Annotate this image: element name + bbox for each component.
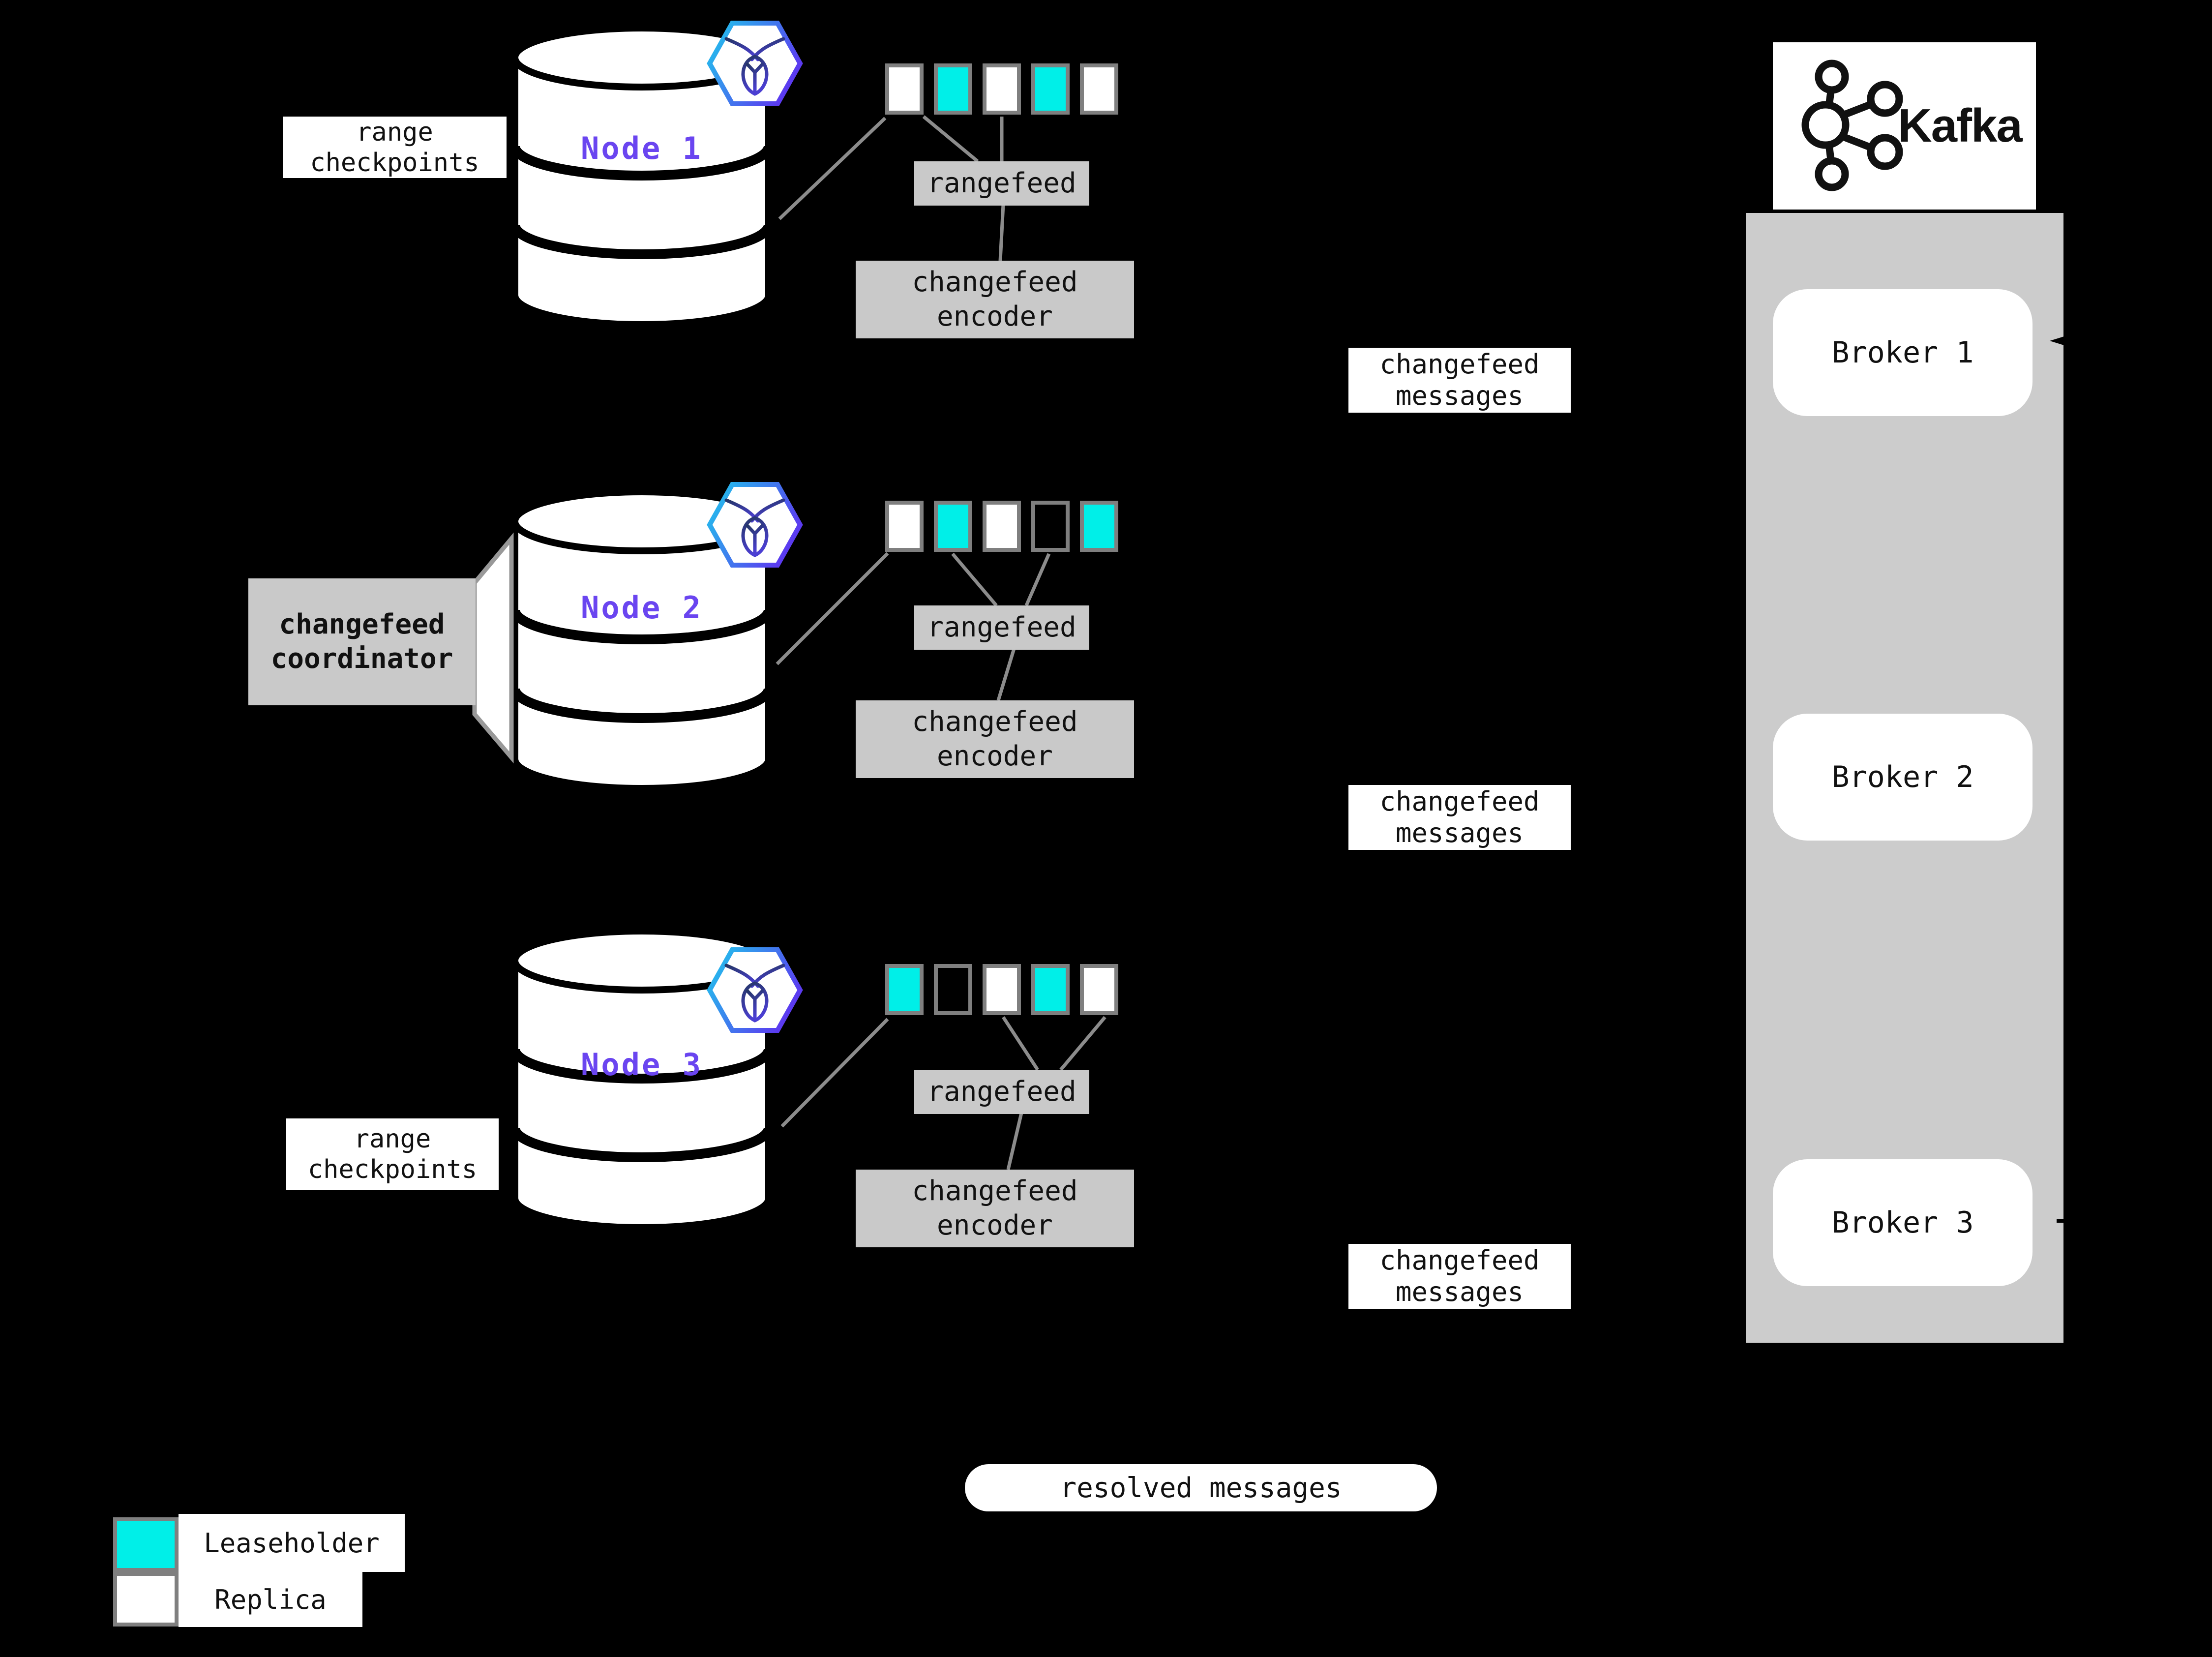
- messages-line2: messages: [1395, 380, 1524, 411]
- node1-cylinder: [510, 25, 774, 328]
- node2-rangefeed-to-encoder-line: [996, 648, 1016, 701]
- node3-encoder-box: changefeed encoder: [856, 1170, 1134, 1247]
- range-rect: [983, 63, 1021, 115]
- rangefeed-label: rangefeed: [927, 167, 1076, 199]
- node2-to-ranges-line: [776, 552, 889, 665]
- coordinator-line1: changefeed: [279, 608, 445, 640]
- range-rect: [885, 63, 924, 115]
- changefeed-coordinator-label: changefeed coordinator: [248, 578, 476, 705]
- rangefeed-label: rangefeed: [927, 611, 1076, 643]
- range-rect: [934, 63, 972, 115]
- range-rect: [1031, 964, 1070, 1015]
- node1-label: Node 1: [581, 130, 703, 166]
- coordinator-funnel: [472, 532, 514, 764]
- encoder-line2: encoder: [936, 740, 1053, 772]
- messages-line1: changefeed: [1379, 786, 1540, 817]
- range-rect: [885, 964, 924, 1015]
- range-rect: [1031, 63, 1070, 115]
- resolved-messages-label: resolved messages: [965, 1464, 1437, 1511]
- range-checkpoints-label-node1: range checkpoints: [283, 117, 507, 178]
- range-checkpoints-line1: range: [356, 117, 433, 147]
- kafka-logo-box: Kafka: [1773, 42, 2036, 210]
- messages-line2: messages: [1395, 817, 1524, 848]
- node3-range-row: [885, 964, 1118, 1015]
- node1-rangefeed-box: rangefeed: [914, 161, 1089, 206]
- rangefeed-label: rangefeed: [927, 1076, 1076, 1108]
- node3-label: Node 3: [581, 1047, 703, 1083]
- coordinator-line2: coordinator: [270, 643, 453, 675]
- node2-cylinder: [510, 488, 774, 792]
- kafka-icon: [1801, 60, 1903, 191]
- resolved-messages-text: resolved messages: [1060, 1472, 1342, 1504]
- node2-label: Node 2: [581, 590, 703, 626]
- node3-to-ranges-line: [780, 1018, 889, 1128]
- changefeed-messages-label-2: changefeed messages: [1348, 785, 1571, 850]
- range-rect: [934, 501, 972, 552]
- range-checkpoints-label-node3: range checkpoints: [286, 1118, 499, 1190]
- leaseholder-text: Leaseholder: [204, 1527, 380, 1559]
- node2-range-row: [885, 501, 1118, 552]
- kafka-wordmark: Kafka: [1898, 99, 2022, 152]
- connector-lines: [776, 115, 1106, 1170]
- encoder-line2: encoder: [936, 301, 1053, 332]
- cockroachdb-icon: [707, 21, 803, 106]
- range-rect: [983, 501, 1021, 552]
- changefeed-messages-label-1: changefeed messages: [1348, 348, 1571, 413]
- range-rect: [983, 964, 1021, 1015]
- messages-line2: messages: [1395, 1276, 1524, 1307]
- node3-rangefeed-to-encoder-line: [1006, 1113, 1023, 1170]
- node2-encoder-box: changefeed encoder: [856, 700, 1134, 778]
- range-checkpoints-line2: checkpoints: [310, 148, 479, 178]
- range-checkpoints-line2: checkpoints: [307, 1154, 478, 1184]
- legend-leaseholder-swatch: [113, 1517, 179, 1572]
- range-rect: [1031, 501, 1070, 552]
- node1-range1-to-rangefeed-line: [922, 115, 979, 163]
- node3-range3-to-rangefeed-line: [1002, 1016, 1039, 1071]
- changefeed-messages-label-3: changefeed messages: [1348, 1244, 1571, 1309]
- range-rect: [885, 501, 924, 552]
- replica-text: Replica: [214, 1584, 327, 1615]
- node2-range4-to-rangefeed-line: [1024, 553, 1051, 606]
- node3-rangefeed-box: rangefeed: [914, 1070, 1089, 1114]
- encoder-line1: changefeed: [912, 1175, 1078, 1207]
- broker-2: Broker 2: [1773, 714, 2033, 841]
- cockroachdb-icon: [707, 482, 803, 568]
- messages-line1: changefeed: [1379, 1245, 1540, 1276]
- kafka-broker-panel: Broker 1 Broker 2 Broker 3: [1746, 213, 2063, 1343]
- node1-range-row: [885, 63, 1118, 115]
- range-checkpoints-line1: range: [354, 1124, 431, 1154]
- broker-3: Broker 3: [1773, 1159, 2033, 1286]
- encoder-line1: changefeed: [912, 706, 1078, 738]
- node3-cylinder: [510, 928, 774, 1231]
- node3-range5-to-rangefeed-line: [1059, 1016, 1106, 1071]
- broker-1: Broker 1: [1773, 289, 2033, 416]
- messages-line1: changefeed: [1379, 349, 1540, 380]
- range-rect: [1080, 63, 1118, 115]
- node1-rangefeed-to-encoder-line: [998, 204, 1005, 261]
- encoder-line2: encoder: [936, 1209, 1053, 1241]
- node2-range2-to-rangefeed-line: [951, 552, 998, 607]
- range-rect: [1080, 501, 1118, 552]
- encoder-line1: changefeed: [912, 266, 1078, 298]
- node1-to-ranges-line: [778, 117, 887, 220]
- cockroachdb-icon: [707, 947, 803, 1033]
- range-rect: [1080, 964, 1118, 1015]
- legend-leaseholder-label: Leaseholder: [179, 1514, 405, 1572]
- legend-replica-label: Replica: [179, 1572, 362, 1627]
- node1-encoder-box: changefeed encoder: [856, 261, 1134, 338]
- legend-replica-swatch: [113, 1572, 179, 1627]
- node2-rangefeed-box: rangefeed: [914, 605, 1089, 650]
- range-rect: [934, 964, 972, 1015]
